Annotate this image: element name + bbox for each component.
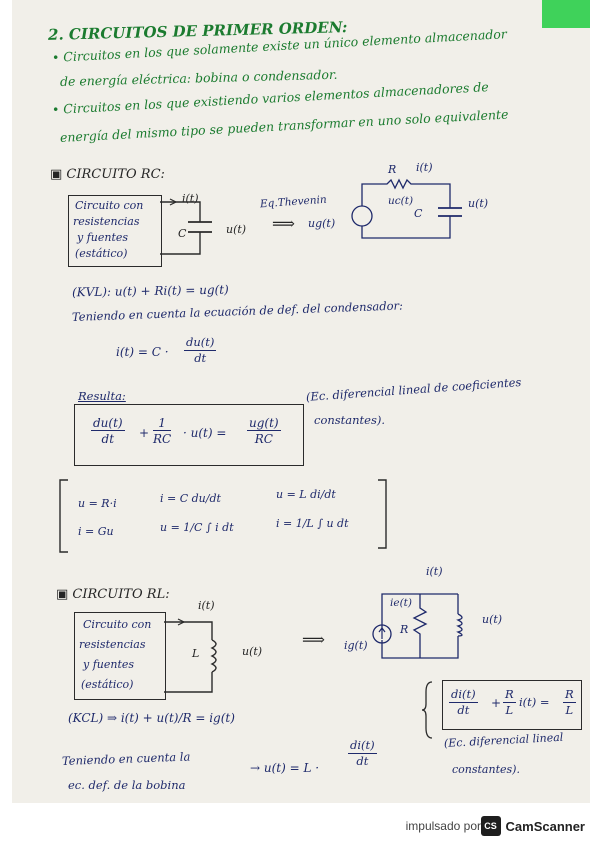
ie-label: ie(t) (390, 597, 412, 609)
rc-box-line: resistencias (73, 215, 140, 228)
frac-numerator: 1 (153, 417, 172, 431)
frac-numerator: du(t) (91, 416, 125, 431)
rc-ec-note-1: (Ec. diferencial lineal de coeficientes (305, 374, 522, 404)
frac-denominator: RC (254, 432, 273, 446)
frac-numerator: di(t) (449, 687, 478, 703)
thevenin-i-label: i(t) (416, 161, 433, 174)
rl-title: ▣ CIRCUITO RL: (56, 587, 170, 602)
teniendo-text-rl-1: Teniendo en cuenta la (61, 749, 191, 768)
rl-box-line: resistencias (79, 638, 146, 651)
frac-r-l-rhs: R L (563, 687, 576, 717)
inductor-eq-fraction: di(t) dt (348, 738, 377, 768)
frac-numerator: R (563, 687, 576, 703)
teniendo-text-rc: Teniendo en cuenta la ecuación de def. d… (71, 298, 404, 324)
resulta-label: Resulta: (78, 389, 126, 403)
thevenin-label: Eq.Thevenin (259, 193, 328, 211)
rl-i-label: i(t) (198, 599, 215, 612)
frac-du-dt: du(t) dt (91, 417, 125, 445)
frac-denominator: L (565, 702, 574, 717)
rl-network-box: Circuito con resistencias y fuentes (est… (74, 612, 166, 700)
thevenin-circuit (351, 178, 462, 239)
frac-denominator: dt (457, 702, 470, 717)
rc-capacitor-circuit (160, 198, 212, 255)
rl-ec-note-2: constantes). (452, 763, 520, 776)
frac-numerator: du(t) (184, 335, 217, 351)
rc-network-box: Circuito con resistencias y fuentes (est… (68, 195, 162, 267)
formula-resistor-u: u = R·i (78, 497, 117, 510)
rc-i-label: i(t) (182, 192, 199, 205)
frac-denominator: RC (153, 432, 172, 446)
rl-l-label: L (192, 647, 200, 660)
rl-result-brace (421, 681, 433, 739)
formula-conductance-i: i = Gu (78, 525, 114, 538)
rc-result-box: du(t) dt + 1 RC · u(t) = ug(t) RC (74, 404, 304, 466)
frac-denominator: L (505, 702, 514, 717)
rl-top-i-label: i(t) (426, 565, 443, 578)
norton-circuit (372, 593, 463, 659)
frac-numerator: ug(t) (247, 416, 281, 431)
kcl-equation: (KCL) ⇒ i(t) + u(t)/R = ig(t) (68, 711, 235, 725)
thevenin-u-label: u(t) (468, 197, 489, 210)
frac-denominator: dt (356, 753, 369, 768)
rl-box-line: y fuentes (83, 658, 135, 671)
inductor-eq-lhs: → u(t) = L · (250, 761, 320, 775)
equivalence-arrow: ⟹ (272, 214, 295, 233)
rc-box-line: y fuentes (77, 231, 129, 244)
frac-denominator: dt (194, 350, 207, 365)
rc-box-line: Circuito con (75, 199, 144, 212)
norton-r-label: R (400, 623, 409, 636)
formula-brackets (59, 479, 387, 553)
rl-u-label: u(t) (242, 645, 263, 658)
ug-label: ug(t) (308, 217, 336, 230)
frac-ug-rc: ug(t) RC (247, 417, 281, 445)
frac-denominator: dt (101, 432, 115, 446)
formula-capacitor-i: i = C du/dt (160, 492, 221, 505)
frac-r-l: R L (503, 687, 516, 717)
capacitor-eq-fraction: du(t) dt (184, 335, 217, 365)
scanned-page: 2. CIRCUITOS DE PRIMER ORDEN: • Circuito… (12, 0, 590, 803)
thevenin-uc-label: uc(t) (388, 195, 414, 207)
frac-1-rc: 1 RC (153, 417, 172, 446)
bullet-line-2: de energía eléctrica: bobina o condensad… (59, 66, 338, 89)
formula-inductor-u: u = L di/dt (276, 488, 336, 501)
equivalence-arrow: ⟹ (302, 630, 325, 649)
result-mid: · u(t) = (183, 426, 227, 440)
rl-box-line: (estático) (81, 678, 134, 691)
plus-sign: + (139, 426, 150, 440)
plus-sign: + (491, 696, 502, 710)
rc-c-label: C (178, 227, 187, 240)
rc-ec-note-2: constantes). (314, 413, 386, 427)
frac-di-dt: di(t) dt (449, 687, 478, 717)
formula-capacitor-u: u = 1/C ∫ i dt (160, 521, 234, 534)
teniendo-text-rl-2: ec. def. de la bobina (68, 778, 186, 792)
rl-box-line: Circuito con (83, 618, 152, 631)
kvl-equation: (KVL): u(t) + Ri(t) = ug(t) (71, 282, 229, 300)
bullet-line-4: energía del mismo tipo se pueden transfo… (59, 106, 509, 145)
rl-result-box: di(t) dt + R L i(t) = R L (442, 680, 582, 730)
rl-inductor-circuit (164, 618, 217, 693)
camscanner-brand: CamScanner (505, 818, 585, 834)
rc-u-label: u(t) (226, 223, 247, 236)
norton-u-label: u(t) (482, 613, 503, 626)
footer-bar: impulsado por CS CamScanner (0, 803, 599, 848)
formula-inductor-i: i = 1/L ∫ u dt (276, 517, 349, 530)
camscanner-logo: CS CamScanner (480, 815, 585, 837)
result-mid: i(t) = (519, 695, 550, 709)
frac-numerator: R (503, 687, 516, 703)
camscanner-icon: CS (480, 816, 501, 836)
thevenin-c-label: C (414, 207, 423, 220)
rc-title: ▣ CIRCUITO RC: (50, 167, 165, 182)
frac-numerator: di(t) (348, 738, 377, 754)
rc-box-line: (estático) (75, 247, 128, 260)
powered-by-text: impulsado por (405, 819, 481, 833)
capacitor-eq-lhs: i(t) = C · (116, 345, 169, 359)
rl-ec-note-1: (Ec. diferencial lineal (443, 730, 564, 750)
ig-label: ig(t) (344, 639, 368, 652)
thevenin-r-label: R (388, 163, 397, 176)
